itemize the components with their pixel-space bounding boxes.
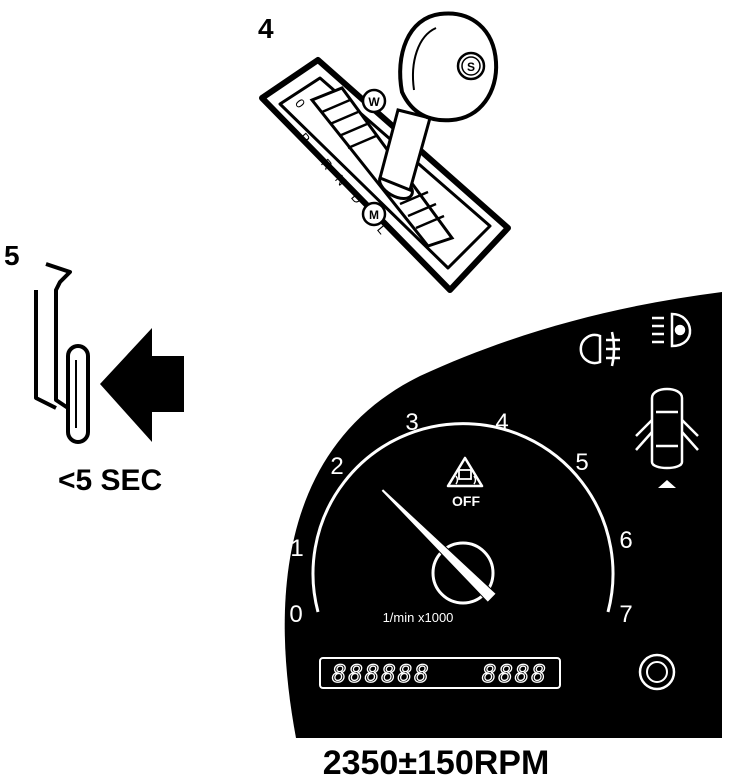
door-ajar-indicator-arrow [658,480,676,488]
tach-number-5: 5 [575,449,588,476]
tach-unit-label: 1/min x1000 [383,610,454,625]
winter-mode-label: W [368,95,380,109]
lever-knob-shade [412,27,437,91]
traction-control-off-icon [446,456,484,488]
door-ajar-icon [635,387,699,470]
knob-sport-button-ring [461,56,481,76]
step-4-label: 4 [258,13,274,44]
rear-fog-lamp-icon [579,331,620,367]
traction-skid-marks [455,475,477,485]
tach-number-6: 6 [619,527,632,554]
target-rpm-label: 2350±150RPM [323,744,550,782]
pedal-pad [66,344,90,444]
headlight-beam-icon [652,312,692,348]
press-duration-label: <5 SEC [58,464,162,497]
trip-digits: 8888 [482,660,548,688]
instrument-cluster: 0 1 2 3 4 5 6 7 OFF 1/min x1000 888888 8888 [284,292,722,738]
step-5-label: 5 [4,240,20,271]
tach-needle [380,487,497,604]
tach-scale-numbers: 0 1 2 3 4 5 6 7 [289,409,632,628]
knob-sport-label: S [467,60,475,74]
lever-knob [398,11,499,123]
manual-mode-label: M [369,208,379,222]
pedal-arm [45,262,76,414]
tach-number-4: 4 [495,409,508,436]
cluster-panel [284,292,722,738]
manual-mode-button [361,201,387,227]
gear-selector-illustration: 0 P R N D L W M S [259,11,511,293]
gate-slot-ribs [321,98,445,230]
winter-mode-button [361,88,387,114]
tach-number-7: 7 [619,601,632,628]
tach-number-2: 2 [330,453,343,480]
pedal-arm-back [34,290,57,410]
press-arrow-icon [100,328,184,442]
trip-reset-knob-inner [646,661,668,683]
traction-off-label: OFF [452,493,480,509]
traction-warning-triangle [446,456,484,488]
pedal-illustration [34,262,90,444]
odometer-display-frame [319,657,561,689]
tach-number-3: 3 [405,409,418,436]
tach-number-0: 0 [289,601,302,628]
traction-car-body [458,469,472,480]
tach-scale-arc [311,422,615,613]
tach-number-1: 1 [290,535,303,562]
odometer-digits: 888888 [332,660,431,688]
